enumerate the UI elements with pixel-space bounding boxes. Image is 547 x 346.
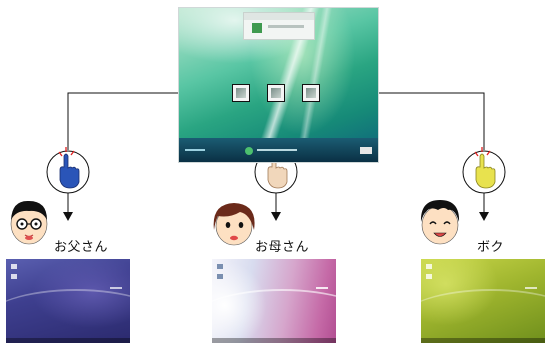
login-dialog	[243, 12, 315, 40]
user-picture-icon	[252, 23, 262, 33]
sidebar-gadget	[525, 287, 537, 289]
pointing-hand-icon-boku	[462, 147, 506, 194]
desktop-icon	[426, 274, 432, 279]
pointing-hand-icon-father	[46, 147, 90, 194]
boku-desktop	[421, 259, 545, 343]
windows-logo-icon	[245, 147, 253, 155]
user-tile-mother[interactable]	[267, 84, 285, 102]
mother-label: お母さん	[255, 240, 310, 255]
ease-of-access-icon	[185, 149, 205, 151]
father-label: お父さん	[54, 240, 109, 255]
father-desktop	[6, 259, 130, 343]
boku-face-icon	[420, 200, 460, 245]
sidebar-gadget	[110, 287, 122, 289]
boku-label: ボク	[477, 240, 505, 255]
mother-face-icon	[213, 203, 255, 246]
user-picture-icon	[271, 88, 281, 98]
desktop-icon	[217, 274, 223, 279]
user-picture-icon	[236, 88, 246, 98]
arrow-down-icon	[479, 212, 489, 221]
taskbar	[212, 338, 336, 343]
user-tile-father[interactable]	[232, 84, 250, 102]
desktop-icon	[11, 264, 17, 269]
desktop-icon	[217, 264, 223, 269]
taskbar	[6, 338, 130, 343]
mother-desktop	[212, 259, 336, 343]
dialog-text-line	[268, 25, 304, 28]
line-to-father	[67, 92, 232, 150]
login-taskbar	[179, 138, 378, 162]
sidebar-gadget	[316, 287, 328, 289]
arrow-down-icon	[271, 212, 281, 221]
arrow-down-icon	[63, 212, 73, 221]
power-button-icon[interactable]	[360, 147, 372, 154]
user-tile-boku[interactable]	[302, 84, 320, 102]
desktop-icon	[11, 274, 17, 279]
taskbar	[421, 338, 545, 343]
user-picture-icon	[306, 88, 316, 98]
desktop-icon	[426, 264, 432, 269]
father-face-icon	[10, 200, 48, 245]
dialog-titlebar	[244, 13, 314, 20]
windows-brand-text	[257, 149, 297, 151]
